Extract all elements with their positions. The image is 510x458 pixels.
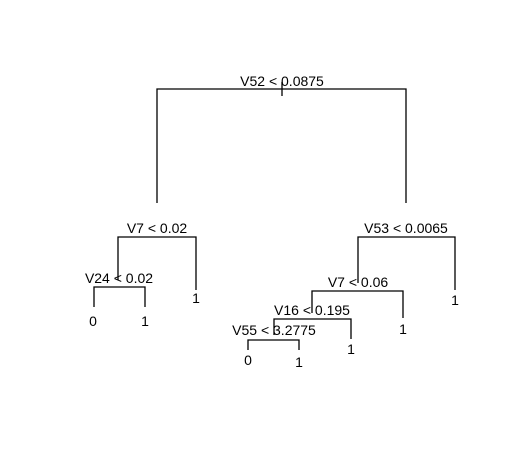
split-v52: V52 < 0.0875 <box>156 73 407 203</box>
leaf-label: 1 <box>192 290 200 306</box>
split-label-v53: V53 < 0.0065 <box>364 220 448 236</box>
split-v55: V55 < 3.2775 <box>232 322 316 350</box>
split-label-v7-a: V7 < 0.02 <box>127 220 188 236</box>
split-label-v52: V52 < 0.0875 <box>240 73 324 89</box>
leaf-label: 1 <box>451 292 459 308</box>
leaf-label: 0 <box>244 352 252 368</box>
split-v7-a: V7 < 0.02 <box>117 220 197 290</box>
leaf-label: 1 <box>399 321 407 337</box>
split-v16: V16 < 0.195 <box>273 302 352 339</box>
split-v7-b: V7 < 0.06 <box>311 274 404 318</box>
leaf-label: 0 <box>89 313 97 329</box>
split-label-v55: V55 < 3.2775 <box>232 322 316 338</box>
split-label-v16: V16 < 0.195 <box>274 302 350 318</box>
leaf-label: 1 <box>141 313 149 329</box>
split-v24: V24 < 0.02 <box>85 270 153 307</box>
leaf-label: 1 <box>347 341 355 357</box>
split-v53: V53 < 0.0065 <box>357 220 456 290</box>
leaf-label: 1 <box>295 354 303 370</box>
split-label-v24: V24 < 0.02 <box>85 270 153 286</box>
split-label-v7-b: V7 < 0.06 <box>328 274 389 290</box>
